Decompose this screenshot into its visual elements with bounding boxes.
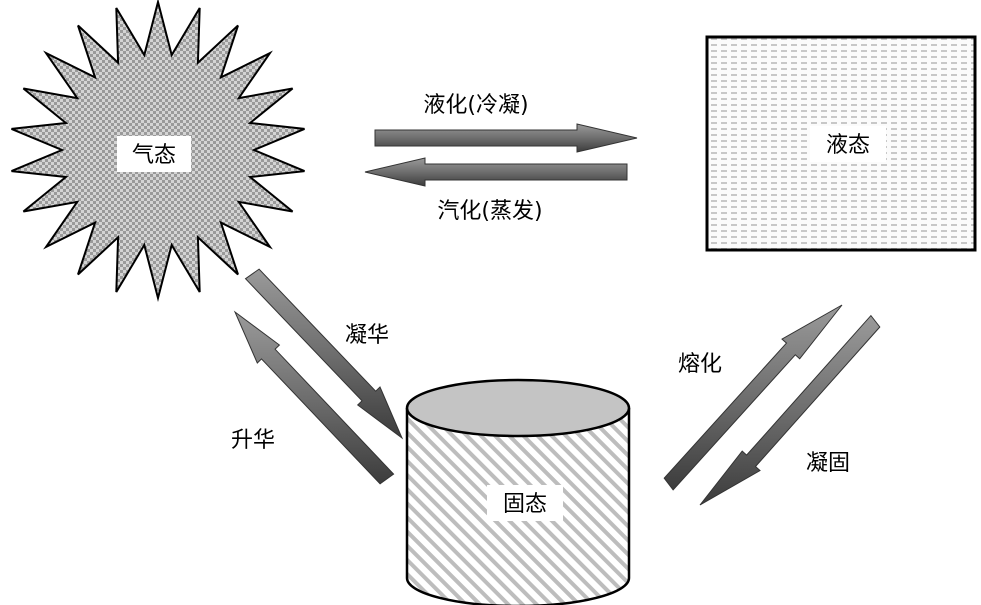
deposition-label: 凝华 <box>345 323 389 348</box>
gas-state-shape: 气态 <box>12 2 305 298</box>
melting-label: 熔化 <box>678 352 722 377</box>
solid-state-shape: 固态 <box>407 380 629 605</box>
liquefaction-arrow <box>375 124 637 152</box>
liquid-state-shape: 液态 <box>707 37 975 250</box>
gas-state-label: 气态 <box>132 143 176 168</box>
sublimation-label: 升华 <box>231 428 275 453</box>
liquid-state-label: 液态 <box>826 133 870 158</box>
solid-state-label: 固态 <box>503 492 547 517</box>
liquefaction-label: 液化(冷凝) <box>423 93 528 118</box>
vaporization-arrow <box>365 158 627 186</box>
vaporization-label: 汽化(蒸发) <box>437 199 542 224</box>
solidification-label: 凝固 <box>806 451 850 476</box>
